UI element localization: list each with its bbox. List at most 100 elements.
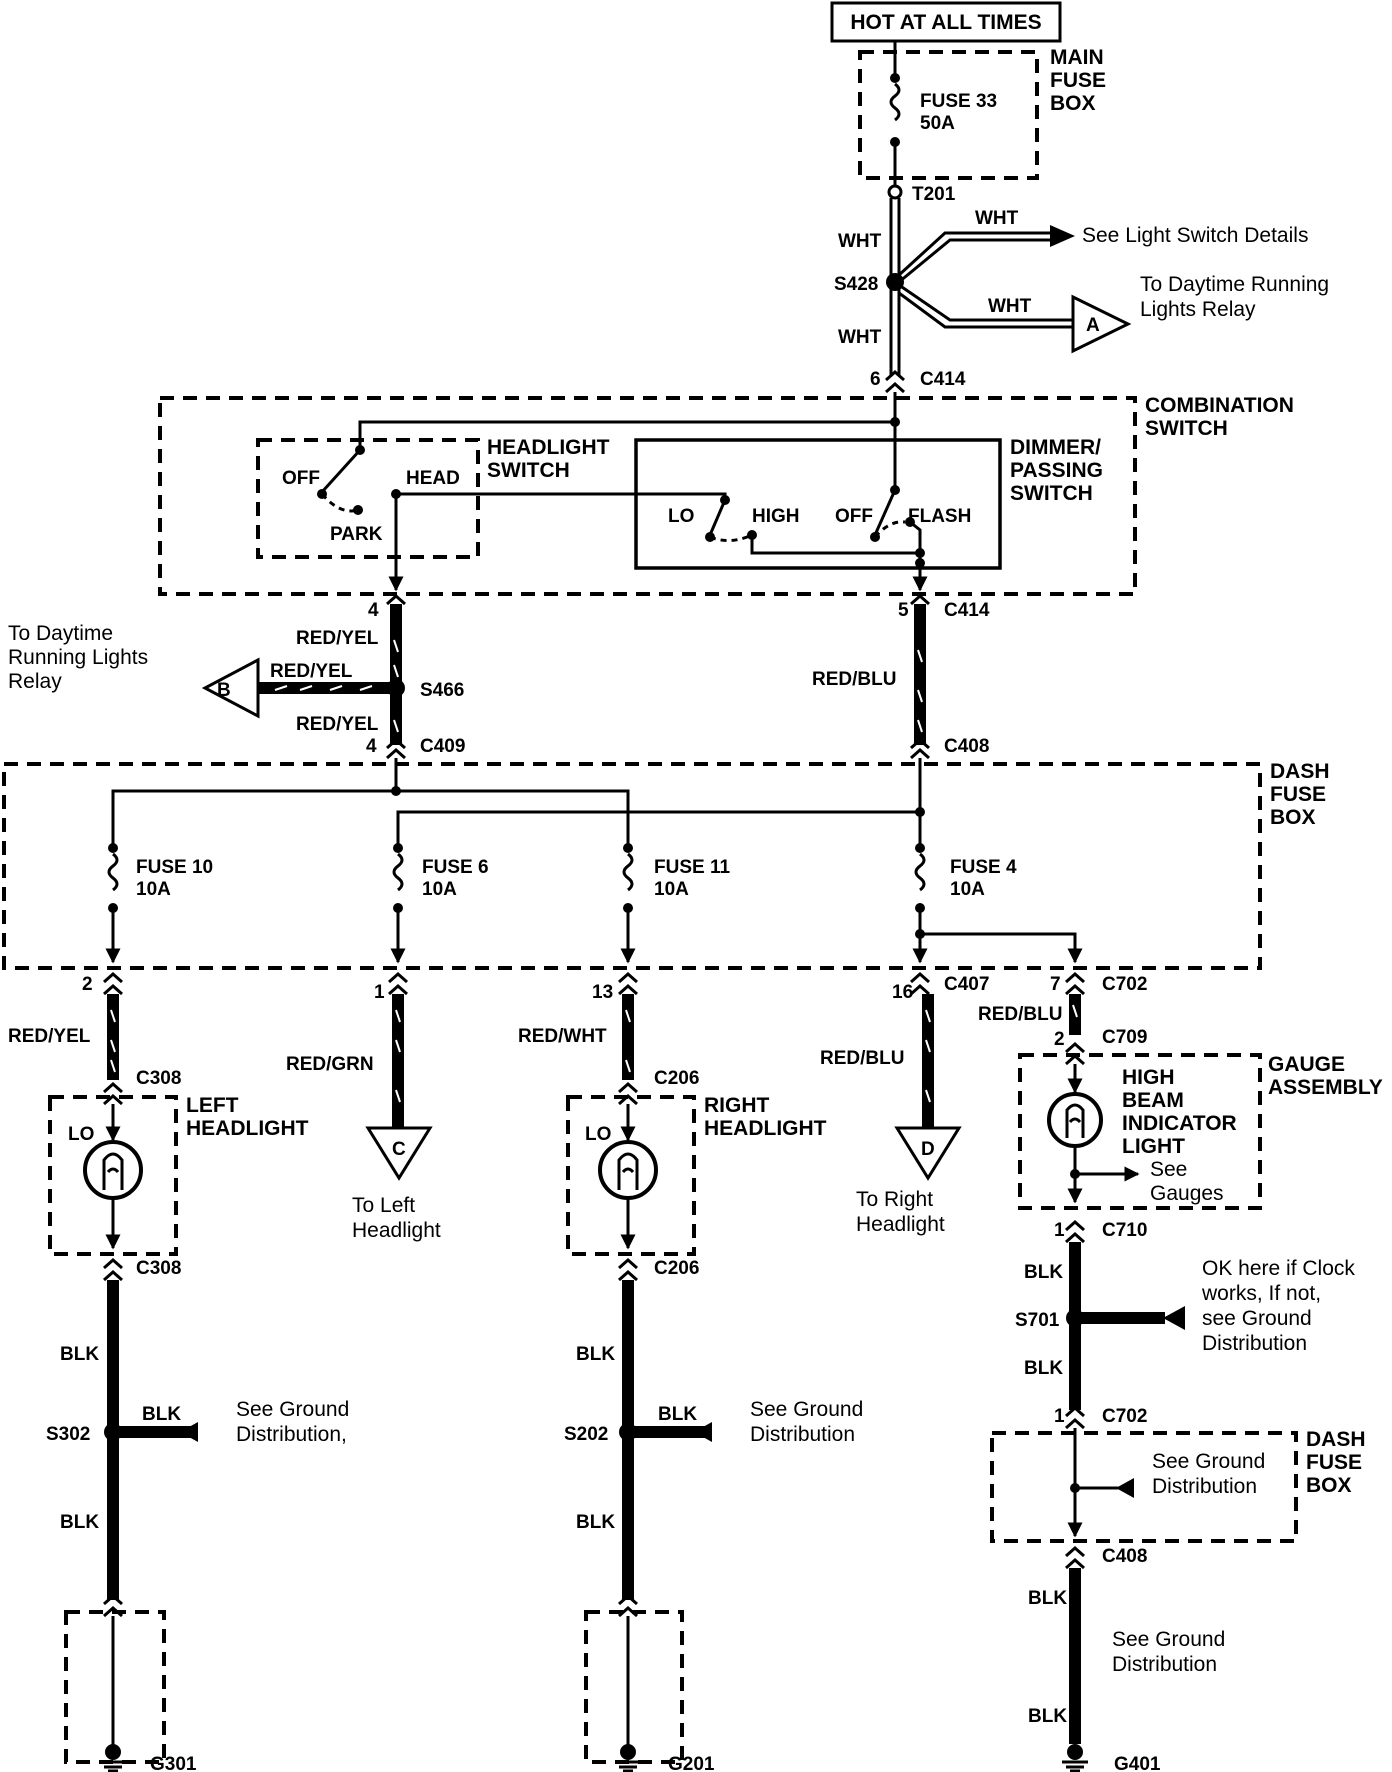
to-drl-relay-b-3: Relay <box>8 670 62 693</box>
c409-label: C409 <box>420 736 465 757</box>
wht-branch-label-2: WHT <box>988 296 1032 317</box>
main-fuse-box-label-2: FUSE <box>1050 69 1106 92</box>
headlight-park-label: PARK <box>330 524 383 545</box>
left-headlight-label-2: HEADLIGHT <box>186 1117 309 1140</box>
dimmer-flash-label: FLASH <box>908 506 971 527</box>
right-blk-branch-label: BLK <box>658 1404 697 1425</box>
dash-fuse-box-lower-1: DASH <box>1306 1428 1366 1451</box>
hot-at-all-times-label: HOT AT ALL TIMES <box>850 11 1041 34</box>
g201-label: G201 <box>668 1754 715 1772</box>
fuse-4-label: FUSE 4 <box>950 857 1017 878</box>
left-see-ground-1: See Ground <box>236 1398 349 1421</box>
c409-pin-4: 4 <box>366 736 377 757</box>
c414-pin-6: 6 <box>870 369 881 390</box>
c702-lower-pin-1: 1 <box>1054 1406 1065 1427</box>
c408-label: C408 <box>944 736 989 757</box>
dimmer-high-label: HIGH <box>752 506 800 527</box>
to-drl-relay-b-1: To Daytime <box>8 622 113 645</box>
left-blk-label-2: BLK <box>60 1512 99 1533</box>
right-blk-label-1: BLK <box>576 1344 615 1365</box>
dash-fuse-box-label-2: FUSE <box>1270 783 1326 806</box>
c408-lower-label: C408 <box>1102 1546 1147 1567</box>
high-beam-indicator-2: BEAM <box>1122 1089 1184 1112</box>
g401-label: G401 <box>1114 1754 1161 1772</box>
s428-label: S428 <box>834 274 878 295</box>
to-right-headlight-1: To Right <box>856 1188 933 1211</box>
combination-switch: COMBINATION SWITCH HEADLIGHT SWITCH OFF … <box>158 392 1294 621</box>
c414-pin-4: 4 <box>368 600 379 621</box>
to-left-headlight-2: Headlight <box>352 1219 441 1242</box>
dash-fuse-box-label-3: BOX <box>1270 806 1316 829</box>
s701-label: S701 <box>1015 1310 1060 1331</box>
dash-pin-1: 1 <box>374 982 385 1003</box>
gauge-blk-label-2: BLK <box>1024 1358 1063 1379</box>
gauge-assembly-label-1: GAUGE <box>1268 1053 1345 1076</box>
red-wht-label: RED/WHT <box>518 1026 607 1047</box>
c710-pin-1: 1 <box>1054 1220 1065 1241</box>
dimmer-lo-label: LO <box>668 506 694 527</box>
right-blk-label-2: BLK <box>576 1512 615 1533</box>
gauge-assembly: GAUGE ASSEMBLY HIGH BEAM INDICATOR LIGHT… <box>990 1041 1383 1772</box>
high-beam-indicator-3: INDICATOR <box>1122 1112 1237 1135</box>
dash-pin-7: 7 <box>1050 974 1061 995</box>
combination-switch-label-2: SWITCH <box>1145 417 1228 440</box>
connector-c-label: C <box>392 1139 406 1160</box>
right-headlight-label-1: RIGHT <box>704 1094 770 1117</box>
connector-d-triangle <box>894 1126 962 1181</box>
to-drl-relay-b-2: Running Lights <box>8 646 148 669</box>
c206-bottom-label: C206 <box>654 1258 699 1279</box>
fuse-11-label: FUSE 11 <box>654 857 730 878</box>
c414-top-label: C414 <box>920 369 966 390</box>
connector-c-triangle <box>365 1126 433 1181</box>
dash-fuse-box-lower-2: FUSE <box>1306 1451 1362 1474</box>
dimmer-off-label: OFF <box>835 506 873 527</box>
connector-a-label: A <box>1086 315 1100 336</box>
connector-b-label: B <box>217 680 231 701</box>
g301-label: G301 <box>150 1754 197 1772</box>
ok-note-3: see Ground <box>1202 1307 1312 1330</box>
fuse-6-rating: 10A <box>422 879 457 900</box>
fuse-6-label: FUSE 6 <box>422 857 489 878</box>
c414-bottom-label: C414 <box>944 600 990 621</box>
gauge-see-ground-lower-2: Distribution <box>1112 1653 1217 1676</box>
c702-top-label: C702 <box>1102 974 1147 995</box>
output-wires: RED/YEL RED/GRN C To Left Headlight RED/… <box>8 971 1147 1242</box>
high-beam-indicator-1: HIGH <box>1122 1066 1175 1089</box>
gauge-assembly-label-2: ASSEMBLY <box>1268 1076 1383 1099</box>
fuse-33-rating: 50A <box>920 113 955 134</box>
red-yel-label-b: RED/YEL <box>270 661 353 682</box>
wht-label-lower: WHT <box>838 327 882 348</box>
dash-fuse-box: DASH FUSE BOX FUSE 10 10A FUSE 6 10A FUS… <box>2 758 1330 1003</box>
right-headlight: C206 RIGHT HEADLIGHT LO C206 BLK S202 BL… <box>564 1068 863 1772</box>
gauge-blk-label-1: BLK <box>1024 1262 1063 1283</box>
red-yel-label-left: RED/YEL <box>8 1026 91 1047</box>
red-blu-label-d: RED/BLU <box>820 1048 904 1069</box>
dash-fuse-box-label-1: DASH <box>1270 760 1330 783</box>
fuse-10-rating: 10A <box>136 879 171 900</box>
s302-label: S302 <box>46 1424 90 1445</box>
wht-label-upper: WHT <box>838 231 882 252</box>
see-gauges-1: See <box>1150 1158 1187 1181</box>
dash-pin-16: 16 <box>892 982 913 1003</box>
gauge-see-ground-lower-1: See Ground <box>1112 1628 1225 1651</box>
right-lo-label: LO <box>585 1124 611 1145</box>
connector-d-label: D <box>921 1139 935 1160</box>
c308-bottom-label: C308 <box>136 1258 181 1279</box>
headlight-switch-label-2: SWITCH <box>487 459 570 482</box>
main-fuse-section: HOT AT ALL TIMES FUSE 33 50A MAIN FUSE B… <box>830 1 1329 394</box>
fuse-10-label: FUSE 10 <box>136 857 213 878</box>
dimmer-label-3: SWITCH <box>1010 482 1093 505</box>
red-blu-label-mid: RED/BLU <box>812 669 896 690</box>
headlight-off-label: OFF <box>282 468 320 489</box>
left-see-ground-2: Distribution, <box>236 1423 347 1446</box>
gauge-blk-label-3: BLK <box>1028 1588 1067 1609</box>
to-drl-relay-a-1: To Daytime Running <box>1140 273 1329 296</box>
ok-note-1: OK here if Clock <box>1202 1257 1355 1280</box>
c206-top-label: C206 <box>654 1068 699 1089</box>
c710-label: C710 <box>1102 1220 1147 1241</box>
high-beam-indicator-4: LIGHT <box>1122 1135 1185 1158</box>
c407-label: C407 <box>944 974 989 995</box>
combination-switch-label-1: COMBINATION <box>1145 394 1294 417</box>
wht-branch-label-1: WHT <box>975 208 1019 229</box>
